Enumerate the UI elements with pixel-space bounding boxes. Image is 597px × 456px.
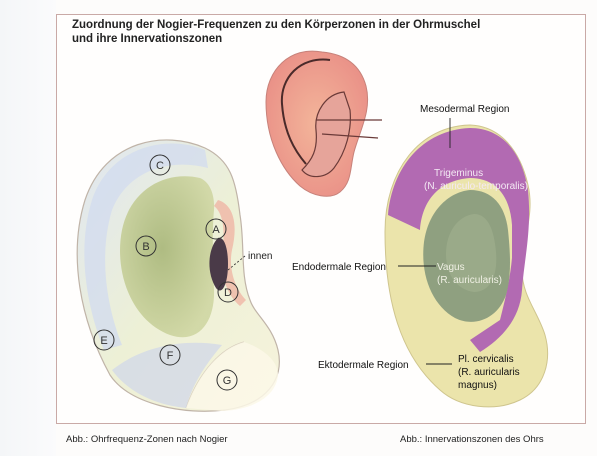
cervicalis-sub-label-2: magnus)	[458, 380, 497, 391]
innen-label: innen	[248, 251, 272, 262]
vagus-label: Vagus	[437, 262, 465, 273]
cervicalis-sub-label-1: (R. auricularis	[458, 367, 520, 378]
zone-a-label: A	[212, 224, 220, 236]
zone-e-label: E	[100, 335, 107, 347]
embryo-ear	[266, 51, 382, 196]
mesodermal-label: Mesodermal Region	[420, 104, 510, 115]
vagus-sub-label: (R. auricularis)	[437, 275, 502, 286]
caption-left: Abb.: Ohrfrequenz-Zonen nach Nogier	[66, 434, 228, 445]
zone-f-label: F	[167, 350, 174, 362]
nogier-ear	[77, 140, 279, 411]
ektodermal-label: Ektodermale Region	[318, 360, 409, 371]
zone-c-label: C	[156, 160, 164, 172]
cervicalis-label: Pl. cervicalis	[458, 354, 514, 365]
zone-d-label: D	[224, 287, 232, 299]
trigeminus-sub-label: (N. auriculo-temporalis)	[424, 181, 528, 192]
trigeminus-label: Trigeminus	[434, 168, 483, 179]
endodermal-label: Endodermale Region	[292, 262, 386, 273]
zone-g-label: G	[223, 375, 232, 387]
caption-right: Abb.: Innervationszonen des Ohrs	[400, 434, 544, 445]
zone-b-label: B	[142, 241, 149, 253]
